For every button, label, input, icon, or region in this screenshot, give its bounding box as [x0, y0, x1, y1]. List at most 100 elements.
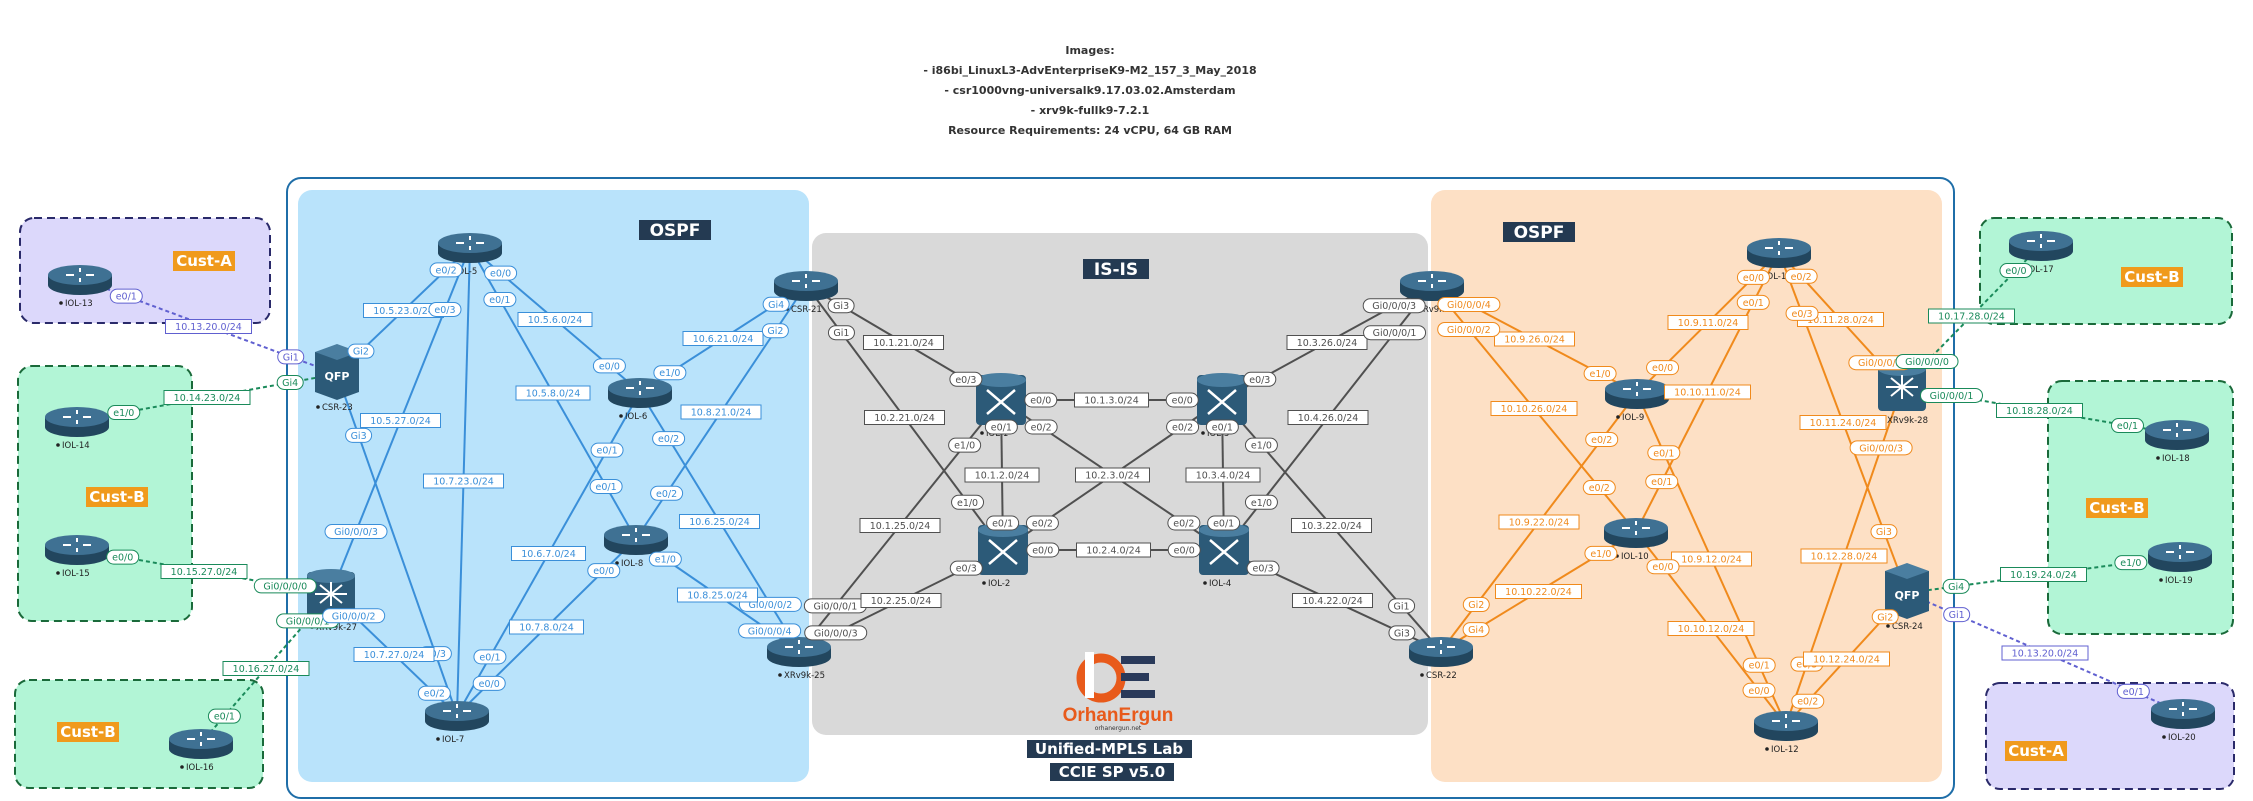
interface-label-text: e0/1	[1213, 519, 1234, 530]
node-iol-19[interactable]: IOL-19	[2148, 542, 2212, 586]
node-iol-6[interactable]: IOL-6	[608, 378, 672, 422]
interface-label: e1/0	[2114, 555, 2148, 571]
node-label: IOL-18	[2162, 454, 2190, 464]
interface-label-text: Gi2	[353, 347, 369, 358]
interface-label: e0/3	[1243, 371, 1277, 387]
cust-label: Cust-B	[89, 488, 144, 506]
interface-label-text: e0/3	[956, 564, 977, 575]
header-line: Resource Requirements: 24 vCPU, 64 GB RA…	[948, 124, 1232, 137]
node-label: XRv9k-26	[1417, 305, 1458, 315]
interface-label-text: e0/0	[2005, 266, 2026, 277]
node-label: IOL-20	[2168, 733, 2196, 743]
node-iol-15[interactable]: IOL-15	[45, 535, 109, 579]
node-iol-11[interactable]: IOL-11	[1747, 238, 1811, 282]
cust-a-right-site: Cust-A	[1985, 682, 2235, 790]
interface-label: Gi4	[1942, 578, 1970, 594]
subnet-label-text: 10.8.21.0/24	[691, 408, 752, 419]
interface-label: e0/0	[1165, 392, 1199, 408]
svg-text:QFP: QFP	[325, 370, 350, 383]
ospf-left-title: OSPF	[639, 220, 711, 241]
interface-label-text: Gi2	[1877, 612, 1893, 623]
interface-label-text: Gi1	[1394, 601, 1410, 612]
header-title: Images:	[1065, 44, 1114, 57]
subnet-label-text: 10.15.27.0/24	[171, 567, 238, 578]
interface-label-text: e0/0	[1652, 562, 1673, 573]
subnet-label: 10.4.26.0/24	[1287, 410, 1369, 425]
subnet-label: 10.5.27.0/24	[360, 413, 441, 428]
subnet-label-text: 10.9.12.0/24	[1681, 555, 1742, 566]
interface-label-text: e1/0	[1590, 369, 1611, 380]
interface-label: e0/0	[1646, 360, 1680, 376]
subnet-label-text: 10.6.25.0/24	[689, 517, 750, 528]
interface-label-text: e0/1	[1651, 477, 1672, 488]
subnet-label: 10.1.25.0/24	[859, 518, 941, 533]
interface-label: e1/0	[107, 405, 141, 421]
subnet-label: 10.5.6.0/24	[517, 312, 593, 327]
interface-label: e0/3	[428, 301, 462, 317]
interface-label-text: Gi0/0/0/1	[813, 601, 857, 612]
node-iol-13[interactable]: IOL-13	[48, 265, 112, 309]
interface-label-text: e0/1	[1749, 661, 1770, 672]
subnet-label: 10.2.4.0/24	[1076, 542, 1151, 558]
subnet-label: 10.9.26.0/24	[1494, 331, 1575, 347]
interface-label: e0/1	[109, 288, 143, 304]
interface-label-text: e0/2	[658, 434, 679, 445]
node-xrv9k-25[interactable]: XRv9k-25	[767, 637, 831, 681]
node-xrv9k-26[interactable]: XRv9k-26	[1400, 271, 1464, 315]
node-iol-20[interactable]: IOL-20	[2151, 699, 2215, 743]
interface-label: e0/2	[1582, 480, 1616, 496]
subnet-label-text: 10.9.22.0/24	[1509, 518, 1570, 529]
node-iol-10[interactable]: IOL-10	[1604, 518, 1668, 562]
node-label: XRv9k-27	[316, 623, 357, 633]
subnet-label: 10.7.27.0/24	[353, 647, 435, 662]
subnet-label-text: 10.14.23.0/24	[174, 393, 241, 404]
node-iol-18[interactable]: IOL-18	[2145, 420, 2209, 464]
interface-label-text: e0/3	[1252, 564, 1273, 575]
node-iol-9[interactable]: IOL-9	[1605, 379, 1669, 423]
interface-label-text: e0/1	[116, 292, 137, 303]
node-iol-8[interactable]: IOL-8	[604, 525, 668, 569]
node-label: IOL-2	[988, 579, 1010, 589]
interface-label-text: e0/2	[1172, 423, 1193, 434]
interface-label-text: Gi1	[283, 352, 299, 363]
interface-label: e0/0	[1026, 542, 1060, 558]
node-iol-14[interactable]: IOL-14	[45, 407, 109, 451]
svg-text:QFP: QFP	[1895, 589, 1920, 602]
interface-label: e0/2	[1167, 515, 1201, 531]
node-iol-5[interactable]: IOL-5	[438, 233, 502, 277]
interface-label-text: e1/0	[1251, 498, 1272, 509]
subnet-label: 10.1.21.0/24	[863, 335, 944, 350]
node-iol-16[interactable]: IOL-16	[169, 729, 233, 773]
node-label: IOL-7	[442, 735, 464, 745]
interface-label: e1/0	[648, 551, 682, 567]
subnet-label-text: 10.4.26.0/24	[1298, 413, 1359, 424]
interface-label-text: Gi0/0/0/2	[1447, 325, 1491, 336]
interface-label: e0/1	[1645, 474, 1679, 490]
interface-label: e0/1	[590, 442, 624, 458]
node-iol-7[interactable]: IOL-7	[425, 701, 489, 745]
images-header: Images: - i86bi_LinuxL3-AdvEnterpriseK9-…	[923, 44, 1256, 137]
node-label: IOL-5	[455, 267, 477, 277]
interface-label-text: e0/2	[1589, 483, 1610, 494]
header-line: - csr1000vng-universalk9.17.03.02.Amster…	[944, 84, 1235, 97]
node-iol-12[interactable]: IOL-12	[1754, 711, 1818, 755]
interface-label: e1/0	[1244, 494, 1278, 510]
node-csr-22[interactable]: CSR-22	[1409, 637, 1473, 681]
cust-label: Cust-B	[60, 723, 115, 741]
nodes-layer: IOL-13IOL-14IOL-15IOL-16IOL-5IOL-6IOL-8I…	[45, 231, 2215, 773]
subnet-label: 10.4.22.0/24	[1292, 593, 1373, 608]
interface-label-text: e0/3	[425, 649, 446, 660]
interface-label-text: e1/0	[2120, 558, 2141, 569]
node-iol-17[interactable]: IOL-17	[2009, 231, 2073, 275]
node-csr-21[interactable]: CSR-21	[774, 271, 838, 315]
subnet-label-text: 10.10.22.0/24	[1505, 587, 1572, 598]
interface-label: e0/0	[1646, 559, 1680, 575]
node-label: IOL-14	[62, 441, 90, 451]
interface-label-text: e0/0	[112, 553, 133, 564]
interface-label: e0/1	[483, 292, 517, 308]
subnet-label-text: 10.8.25.0/24	[687, 591, 748, 602]
footer-title-badge: Unified-MPLS Lab	[1027, 740, 1192, 758]
isis-zone	[812, 233, 1428, 735]
